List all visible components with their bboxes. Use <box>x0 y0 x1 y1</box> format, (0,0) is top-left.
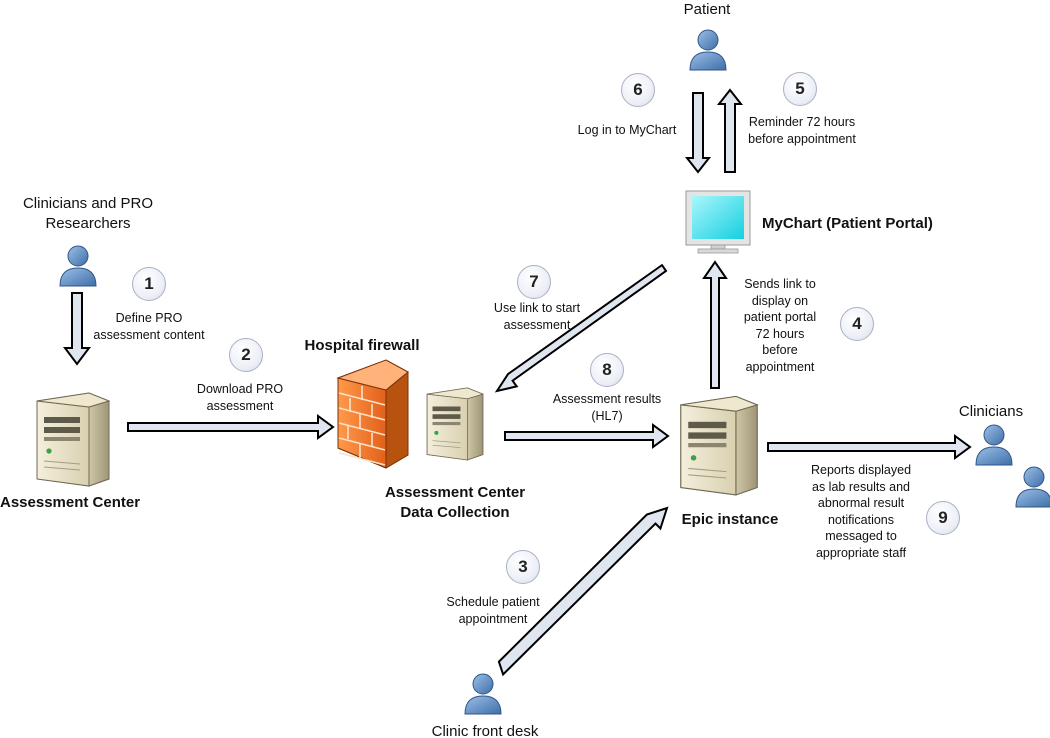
front-desk-label: Clinic front desk <box>431 723 539 738</box>
front-desk-person-icon <box>464 673 502 715</box>
arrow-step-9 <box>767 434 972 460</box>
patient-person-icon <box>689 29 727 71</box>
firewall-icon <box>336 359 409 469</box>
clinicians-label: Clinicians <box>958 403 1024 420</box>
assessment-center-server-icon <box>36 392 110 487</box>
step-6-label: Log in to MyChart <box>577 123 677 137</box>
clinician-person-icon-2 <box>1015 466 1050 508</box>
arrow-step-5 <box>716 88 744 173</box>
patient-label: Patient <box>683 1 731 18</box>
epic-instance-label: Epic instance <box>681 511 779 528</box>
step-6-badge: 6 <box>621 73 655 107</box>
arrow-step-6 <box>684 92 712 174</box>
assessment-center-label: Assessment Center <box>0 494 141 511</box>
arrow-step-2 <box>127 414 335 440</box>
researchers-person-icon <box>59 245 97 287</box>
step-8-badge: 8 <box>590 353 624 387</box>
arrow-step-1 <box>63 292 91 366</box>
step-5-badge: 5 <box>783 72 817 106</box>
researchers-label: Clinicians and PRO Researchers <box>22 195 154 232</box>
data-collection-server-icon <box>426 387 484 461</box>
data-collection-label: Assessment Center Data Collection <box>384 484 526 521</box>
step-9-label: Reports displayed as lab results and abn… <box>810 463 912 560</box>
epic-server-icon <box>680 395 758 496</box>
step-1-label: Define PRO assessment content <box>93 311 205 342</box>
arrow-step-3 <box>497 506 669 677</box>
step-3-badge: 3 <box>506 550 540 584</box>
monitor-icon <box>685 190 751 254</box>
mychart-label: MyChart (Patient Portal) <box>762 215 933 232</box>
step-2-label: Download PRO assessment <box>196 382 284 413</box>
step-2-badge: 2 <box>229 338 263 372</box>
hospital-firewall-label: Hospital firewall <box>304 337 420 354</box>
step-8-label: Assessment results (HL7) <box>552 392 662 423</box>
step-9-badge: 9 <box>926 501 960 535</box>
clinician-person-icon <box>975 424 1013 466</box>
step-7-badge: 7 <box>517 265 551 299</box>
arrow-step-4 <box>702 260 728 389</box>
step-1-badge: 1 <box>132 267 166 301</box>
step-7-label: Use link to start assessment <box>493 301 581 332</box>
step-5-label: Reminder 72 hours before appointment <box>748 115 856 146</box>
arrow-step-8 <box>504 423 670 449</box>
step-4-badge: 4 <box>840 307 874 341</box>
arrow-step-7 <box>494 263 668 393</box>
step-4-label: Sends link to display on patient portal … <box>743 277 817 374</box>
step-3-label: Schedule patient appointment <box>446 595 540 626</box>
